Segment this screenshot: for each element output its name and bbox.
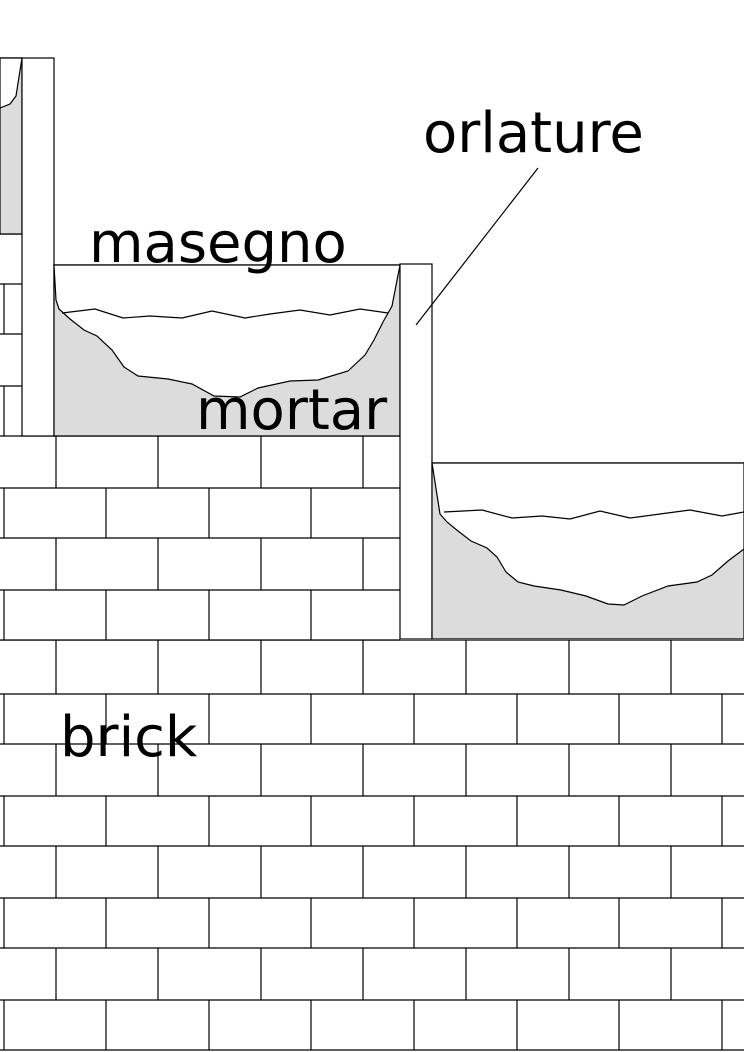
brick-wall-upper-step: [0, 436, 400, 641]
masegno-surface-line: [443, 509, 744, 520]
label-brick: brick: [60, 705, 198, 770]
masegno-stone: [53, 264, 401, 398]
label-mortar: mortar: [196, 378, 388, 443]
brick-wall-left-column: [0, 234, 22, 436]
masegno-stone: [0, 57, 23, 109]
masegno-surface-line: [61, 308, 389, 319]
brick-wall-main: [0, 640, 744, 1051]
step-lower: [431, 462, 744, 640]
step-upper: [53, 263, 433, 640]
label-orlature: orlature: [423, 101, 644, 166]
masegno-stone: [431, 462, 744, 606]
brick-wall: [0, 234, 744, 1051]
orlature-leader-line: [415, 167, 539, 326]
label-masegno: masegno: [89, 211, 347, 276]
orlature-curb: [21, 57, 55, 437]
orlature-curb: [399, 263, 433, 640]
step-partial-left: [0, 57, 55, 437]
